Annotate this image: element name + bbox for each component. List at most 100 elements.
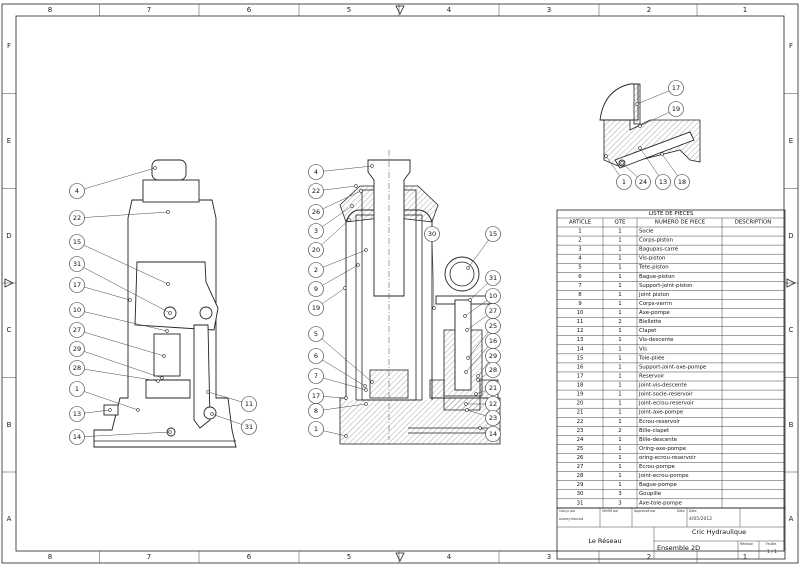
- ruler-column-label: 4: [447, 6, 452, 14]
- leader-dot: [635, 102, 639, 106]
- section-view: [339, 150, 501, 445]
- leader-line: [315, 403, 367, 412]
- leader-dot: [356, 263, 360, 267]
- leader-dot: [465, 328, 469, 332]
- cell-qte: 1: [618, 238, 621, 244]
- cell-qte: 2: [618, 319, 621, 325]
- cell-part-name: Axe-tole-pompe: [639, 500, 683, 506]
- cell-part-name: Socle: [639, 229, 654, 235]
- balloon-callout: 22: [308, 183, 358, 199]
- leader-dot: [478, 426, 482, 430]
- cell-qte: 1: [618, 364, 621, 370]
- balloon-number: 14: [73, 433, 81, 441]
- cell-part-name: Vis-descente: [639, 337, 674, 343]
- balloon-number: 22: [312, 187, 320, 195]
- cell-article: 8: [578, 292, 582, 298]
- balloon-number: 27: [489, 307, 497, 315]
- ruler-row-label: C: [789, 326, 794, 334]
- cell-qte: 1: [618, 437, 621, 443]
- leader-line: [315, 249, 367, 271]
- balloon-callout: 29: [476, 348, 501, 378]
- cell-article: 23: [577, 428, 584, 434]
- designed-by: audrey.francois: [559, 517, 584, 521]
- balloon-callout: 17: [308, 388, 348, 404]
- balloon-number: 29: [73, 345, 81, 353]
- balloon-callout: 29: [69, 341, 164, 380]
- cell-qte: 1: [618, 247, 621, 253]
- leader-line: [76, 348, 163, 379]
- balloon-number: 11: [245, 400, 253, 408]
- balloon-number: 20: [312, 246, 320, 254]
- balloon-callout: 7: [308, 368, 368, 392]
- balloon-number: 10: [73, 306, 81, 314]
- balloon-number: 31: [73, 260, 81, 268]
- balloon-number: 29: [489, 352, 497, 360]
- leader-dot: [344, 434, 348, 438]
- ruler-row-label: A: [789, 515, 794, 523]
- ruler-column-label: 3: [547, 6, 551, 14]
- leader-line: [315, 264, 359, 290]
- balloon-number: 31: [489, 274, 497, 282]
- balloon-callout: 2: [308, 248, 368, 278]
- leader-dot: [638, 124, 642, 128]
- balloon-number: 28: [489, 366, 497, 374]
- balloon-number: 19: [312, 304, 320, 312]
- cell-qte: 1: [618, 283, 621, 289]
- cell-qte: 1: [618, 419, 621, 425]
- leader-dot: [638, 146, 642, 150]
- sheet-label: Feuille: [766, 542, 776, 546]
- cell-part-name: Support-joint-piston: [639, 283, 693, 289]
- balloon-callout: 13: [69, 406, 112, 422]
- cell-article: 4: [578, 256, 582, 262]
- leader-dot: [128, 298, 132, 302]
- cell-qte: 1: [618, 346, 621, 352]
- balloon-callout: 22: [69, 210, 170, 226]
- balloon-number: 4: [75, 187, 79, 195]
- center-mark-icon: [4, 278, 14, 288]
- leader-dot: [160, 376, 164, 380]
- ruler-row-label: F: [789, 42, 793, 50]
- front-view: [93, 159, 237, 448]
- balloon-callout: 15: [69, 234, 170, 286]
- leader-line: [76, 263, 171, 314]
- balloon-number: 12: [489, 400, 497, 408]
- leader-dot: [474, 392, 478, 396]
- balloon-number: 9: [314, 285, 318, 293]
- cell-qte: 1: [618, 373, 621, 379]
- balloon-number: 17: [672, 84, 680, 92]
- balloon-callout: 9: [308, 263, 360, 297]
- detail-view: [599, 83, 701, 169]
- balloon-number: 15: [489, 230, 497, 238]
- cell-article: 13: [577, 337, 584, 343]
- cell-part-name: Joint-socle-reservoir: [638, 392, 693, 398]
- balloon-callout: 8: [308, 402, 368, 419]
- balloon-number: 1: [75, 385, 79, 393]
- cell-qte: 1: [618, 383, 621, 389]
- leader-dot: [476, 374, 480, 378]
- cell-qte: 1: [618, 265, 621, 271]
- ruler-row-label: E: [789, 137, 793, 145]
- cell-article: 24: [577, 437, 584, 443]
- ruler-column-label: 5: [347, 6, 351, 14]
- cell-article: 15: [577, 355, 584, 361]
- balloon-number: 8: [314, 407, 318, 415]
- balloon-number: 1: [314, 425, 318, 433]
- designed-by-label: Conçu par: [559, 509, 576, 513]
- cell-part-name: Bille-clapet: [639, 428, 669, 434]
- ruler-row-label: B: [7, 421, 12, 429]
- cell-article: 11: [577, 319, 584, 325]
- balloon-number: 18: [678, 178, 686, 186]
- balloon-number: 13: [73, 410, 81, 418]
- ruler-column-label: 2: [647, 6, 651, 14]
- cell-part-name: Bague-pompe: [639, 482, 677, 488]
- balloon-callout: 14: [478, 426, 501, 442]
